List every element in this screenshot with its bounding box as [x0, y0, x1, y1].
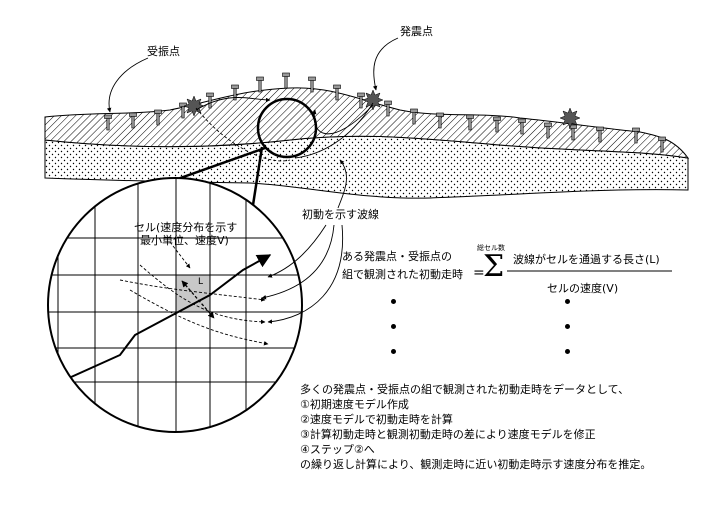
- receiver-label: 受振点: [147, 45, 180, 58]
- geophone: [231, 84, 239, 101]
- equation-lhs-line1: ある発震点・受振点の: [342, 250, 452, 263]
- geophone: [179, 102, 187, 119]
- cell-label-line2: 最小単位、速度V): [140, 234, 229, 247]
- leader-lines: [106, 37, 399, 324]
- wave-path-label: 初動を示す波線: [302, 208, 379, 221]
- continuation-dot: [565, 349, 570, 354]
- procedure-step: ②速度モデルで初動走時を計算: [300, 413, 453, 426]
- cell-pointer: [169, 241, 191, 269]
- procedure-outro: の繰り返し計算により、観測走時に近い初動走時示す速度分布を推定。: [300, 458, 652, 471]
- geophone: [466, 114, 474, 131]
- ray-path-main: [59, 254, 272, 383]
- procedure-step: ④ステップ②へ: [300, 443, 375, 456]
- equation-equals: =: [473, 265, 485, 281]
- procedure-intro: 多くの発震点・受振点の組で観測された初動走時をデータとして、: [300, 383, 630, 396]
- equation-denominator: セルの速度(V): [547, 282, 619, 295]
- geophone: [384, 100, 392, 117]
- procedure-step: ①初期速度モデル作成: [300, 398, 409, 411]
- source-star-2: [362, 89, 384, 111]
- geophone: [154, 109, 162, 126]
- zoom-connector-right: [251, 146, 264, 206]
- geophone: [333, 84, 341, 101]
- continuation-dot: [391, 349, 396, 354]
- geophone: [282, 72, 290, 89]
- zoom-detail: [47, 177, 303, 433]
- geophone: [493, 116, 501, 133]
- geophone: [308, 76, 316, 93]
- geophone: [129, 112, 137, 129]
- continuation-dot: [565, 324, 570, 329]
- continuation-dot: [391, 324, 396, 329]
- equation-lhs-line2: 組で観測された初動走時: [342, 268, 463, 281]
- source-label: 発震点: [400, 25, 433, 38]
- geophone: [544, 122, 552, 139]
- geophone: [658, 136, 666, 153]
- cell-label-line1: セル(速度分布を示す: [134, 221, 238, 234]
- zoom-source-circle: [256, 97, 318, 159]
- geophone: [357, 92, 365, 109]
- equation-numerator: 波線がセルを通過する長さ(L): [513, 253, 660, 266]
- source-stars: [183, 89, 581, 129]
- geophone: [104, 114, 112, 131]
- cell-length-label: L: [198, 277, 204, 287]
- geophone: [518, 118, 526, 135]
- receiver-geophones: [104, 72, 666, 153]
- source-star-3: [559, 107, 581, 129]
- continuation-dot: [391, 299, 396, 304]
- procedure-text: 多くの発震点・受振点の組で観測された初動走時をデータとして、 ①初期速度モデル作…: [300, 382, 651, 472]
- geophone: [410, 108, 418, 125]
- equation-sigma: Σ: [483, 249, 505, 284]
- equation-sum-upper: 総セル数: [477, 244, 505, 252]
- geophone: [206, 92, 214, 109]
- ray-path-dashed-3: [129, 289, 269, 346]
- geophone: [436, 112, 444, 129]
- source-star-1: [183, 95, 205, 117]
- continuation-dot: [565, 299, 570, 304]
- procedure-step: ③計算初動走時と観測初動走時の差により速度モデルを修正: [300, 428, 596, 441]
- cell-length-arrow: [181, 280, 215, 319]
- geophone: [632, 127, 640, 144]
- geophone: [256, 76, 264, 93]
- geophone: [596, 126, 604, 143]
